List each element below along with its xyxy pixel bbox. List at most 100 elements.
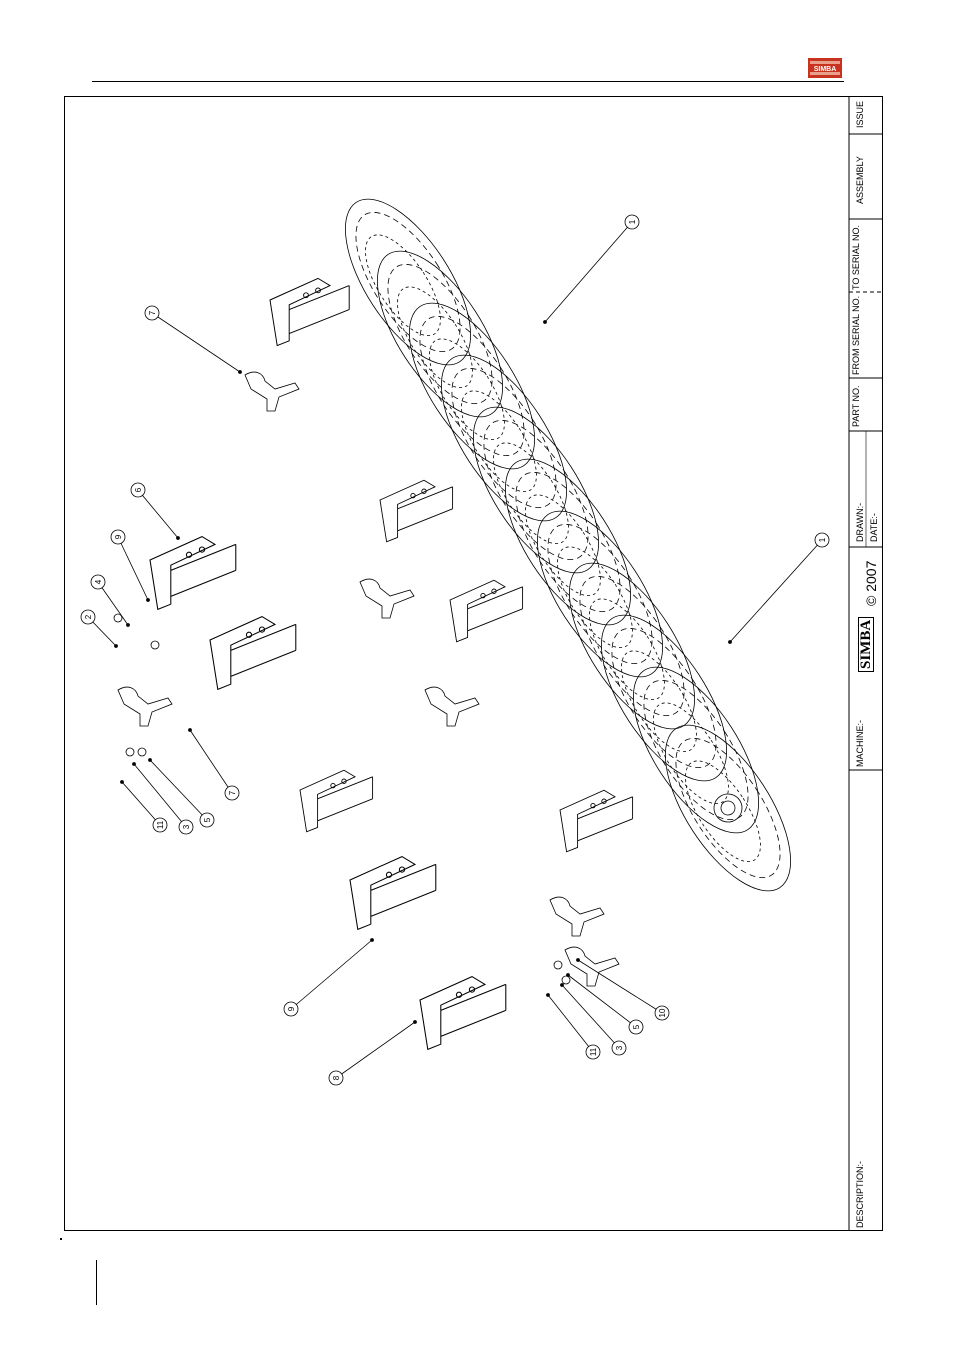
leader-dot — [189, 729, 192, 732]
disc — [417, 335, 591, 540]
leader-line — [118, 537, 148, 600]
bracket-plate — [380, 480, 435, 542]
callout: 1 — [729, 533, 830, 644]
callout: 11 — [121, 781, 168, 833]
scraper-bracket — [270, 278, 349, 345]
disc — [577, 595, 751, 800]
hub-bore — [718, 798, 737, 817]
page-mark — [60, 1238, 62, 1240]
callout: 11 — [547, 994, 601, 1060]
disc — [321, 179, 495, 384]
disc — [353, 231, 527, 436]
foot-outline — [425, 687, 479, 726]
scraper-bracket — [150, 537, 236, 610]
callout: 7 — [145, 306, 242, 374]
leader-line — [548, 995, 593, 1052]
leader-dot — [177, 537, 180, 540]
scraper-bracket — [380, 480, 453, 542]
callout: 2 — [81, 610, 118, 648]
leader-line — [578, 960, 662, 1013]
callout-number: 9 — [114, 534, 123, 539]
page-margin-rule — [96, 1260, 97, 1305]
callout-number: 4 — [94, 579, 103, 584]
disc-inner — [336, 196, 480, 367]
disc — [513, 491, 687, 696]
leader-line — [336, 1022, 415, 1078]
leader-dot — [729, 641, 732, 644]
disc-outer — [481, 439, 655, 644]
scraper-bracket — [420, 977, 506, 1050]
leader-line — [138, 490, 178, 538]
leader-dot — [561, 984, 564, 987]
callout-number: 3 — [182, 824, 191, 829]
callout: 7 — [189, 729, 240, 801]
callout-number: 5 — [203, 817, 212, 822]
leader-dot — [577, 959, 580, 962]
leader-line — [134, 764, 186, 827]
callout-number: 2 — [84, 614, 93, 619]
leader-line — [152, 313, 240, 372]
leader-dot — [544, 321, 547, 324]
disc-inner — [368, 248, 512, 419]
leader-line — [98, 582, 128, 625]
disc-inner — [464, 404, 608, 575]
callout-number: 5 — [632, 1024, 641, 1029]
callout: 9 — [284, 939, 374, 1017]
disc-outer — [417, 335, 591, 540]
leader-line — [730, 540, 822, 642]
bracket-parts — [114, 278, 633, 1049]
callout-number: 9 — [287, 1006, 296, 1011]
disc — [545, 543, 719, 748]
disc-outer — [609, 647, 783, 852]
callout-number: 10 — [658, 1008, 667, 1017]
disc-inner — [656, 722, 800, 893]
scraper-bracket — [350, 857, 436, 930]
bracket-plate — [210, 617, 275, 690]
scraper-foot — [245, 372, 299, 411]
washer — [151, 641, 159, 649]
scraper-bracket — [210, 617, 296, 690]
scraper-bracket — [300, 770, 373, 832]
callout: 8 — [329, 1021, 417, 1086]
leader-dot — [115, 645, 118, 648]
scraper-foot — [565, 947, 619, 986]
foot-outline — [245, 372, 299, 411]
scraper-foot — [550, 897, 604, 936]
leader-line — [562, 985, 619, 1048]
disc-inner — [496, 456, 640, 627]
leader-dot — [547, 994, 550, 997]
scraper-bracket — [560, 790, 633, 852]
disc-outer — [577, 595, 751, 800]
scraper-foot — [425, 687, 479, 726]
disc — [449, 387, 623, 592]
scraper-foot — [118, 687, 172, 726]
callout: 5 — [149, 759, 215, 828]
washer — [562, 976, 570, 984]
foot-outline — [360, 579, 414, 618]
disc-inner — [528, 508, 672, 679]
bracket-plate — [300, 770, 355, 832]
callout: 4 — [91, 575, 130, 627]
bracket-plate — [560, 790, 615, 852]
callout-number: 1 — [818, 537, 827, 542]
disc-outer — [545, 543, 719, 748]
bracket-plate — [270, 278, 330, 345]
callout-number: 11 — [589, 1047, 598, 1056]
callout: 9 — [111, 530, 150, 602]
disc — [609, 647, 783, 852]
callout-number: 11 — [156, 820, 165, 829]
leader-dot — [121, 781, 124, 784]
disc-outer — [385, 283, 559, 488]
callout: 10 — [577, 959, 670, 1021]
disc — [641, 705, 815, 910]
callout: 1 — [544, 215, 640, 324]
foot-outline — [118, 687, 172, 726]
foot-outline — [565, 947, 619, 986]
bracket-plate — [450, 580, 505, 642]
leader-line — [190, 730, 232, 793]
disc-dish — [671, 750, 774, 873]
foot-outline — [550, 897, 604, 936]
washer — [554, 961, 562, 969]
leader-dot — [371, 939, 374, 942]
